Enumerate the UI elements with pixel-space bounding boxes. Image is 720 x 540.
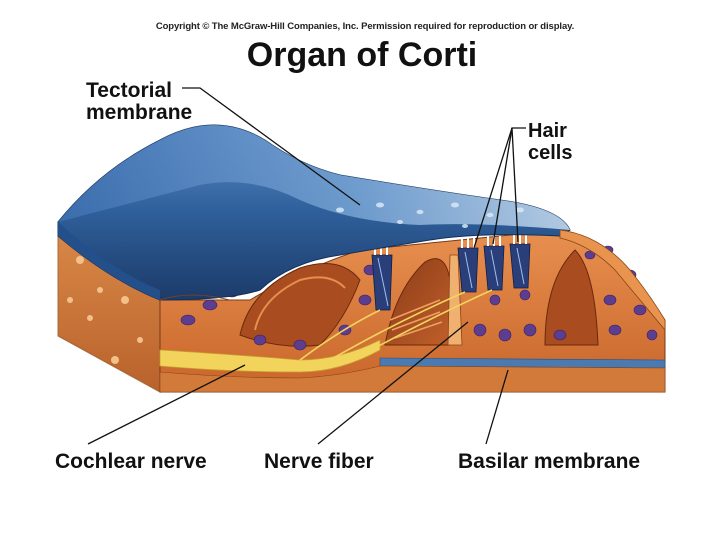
diagram-title: Organ of Corti: [246, 36, 478, 74]
label-tectorial-line1: Tectorial: [86, 79, 172, 102]
leader-lines: [87, 87, 526, 445]
copyright-notice: Copyright © The McGraw-Hill Companies, I…: [155, 21, 575, 32]
label-hair-line1: Hair: [528, 120, 567, 142]
label-tectorial-line2: membrane: [86, 101, 193, 124]
leader-hair-3: [511, 127, 519, 243]
outer-tunnel: [544, 249, 599, 346]
label-hair-line2: cells: [528, 142, 573, 164]
label-tectorial-membrane: Tectorial membrane: [86, 80, 192, 124]
label-cochlear-nerve: Cochlear nerve: [55, 450, 207, 473]
tectorial-membrane: [57, 124, 571, 301]
label-hair-cells: Hair cells: [528, 120, 572, 164]
surface-cells: [159, 229, 666, 332]
leader-cochlear: [87, 364, 246, 445]
tunnel-of-corti: [384, 254, 463, 346]
leader-nerve-fiber: [317, 321, 469, 445]
inner-sulcus: [239, 263, 361, 347]
label-nerve-fiber: Nerve fiber: [264, 450, 374, 473]
leader-tectorial: [182, 87, 361, 206]
leader-basilar: [485, 369, 509, 445]
cochlear-nerve-band: [159, 339, 381, 373]
label-basilar-membrane: Basilar membrane: [458, 450, 641, 473]
leader-hair-2: [492, 127, 513, 245]
hair-cells: [299, 232, 531, 361]
